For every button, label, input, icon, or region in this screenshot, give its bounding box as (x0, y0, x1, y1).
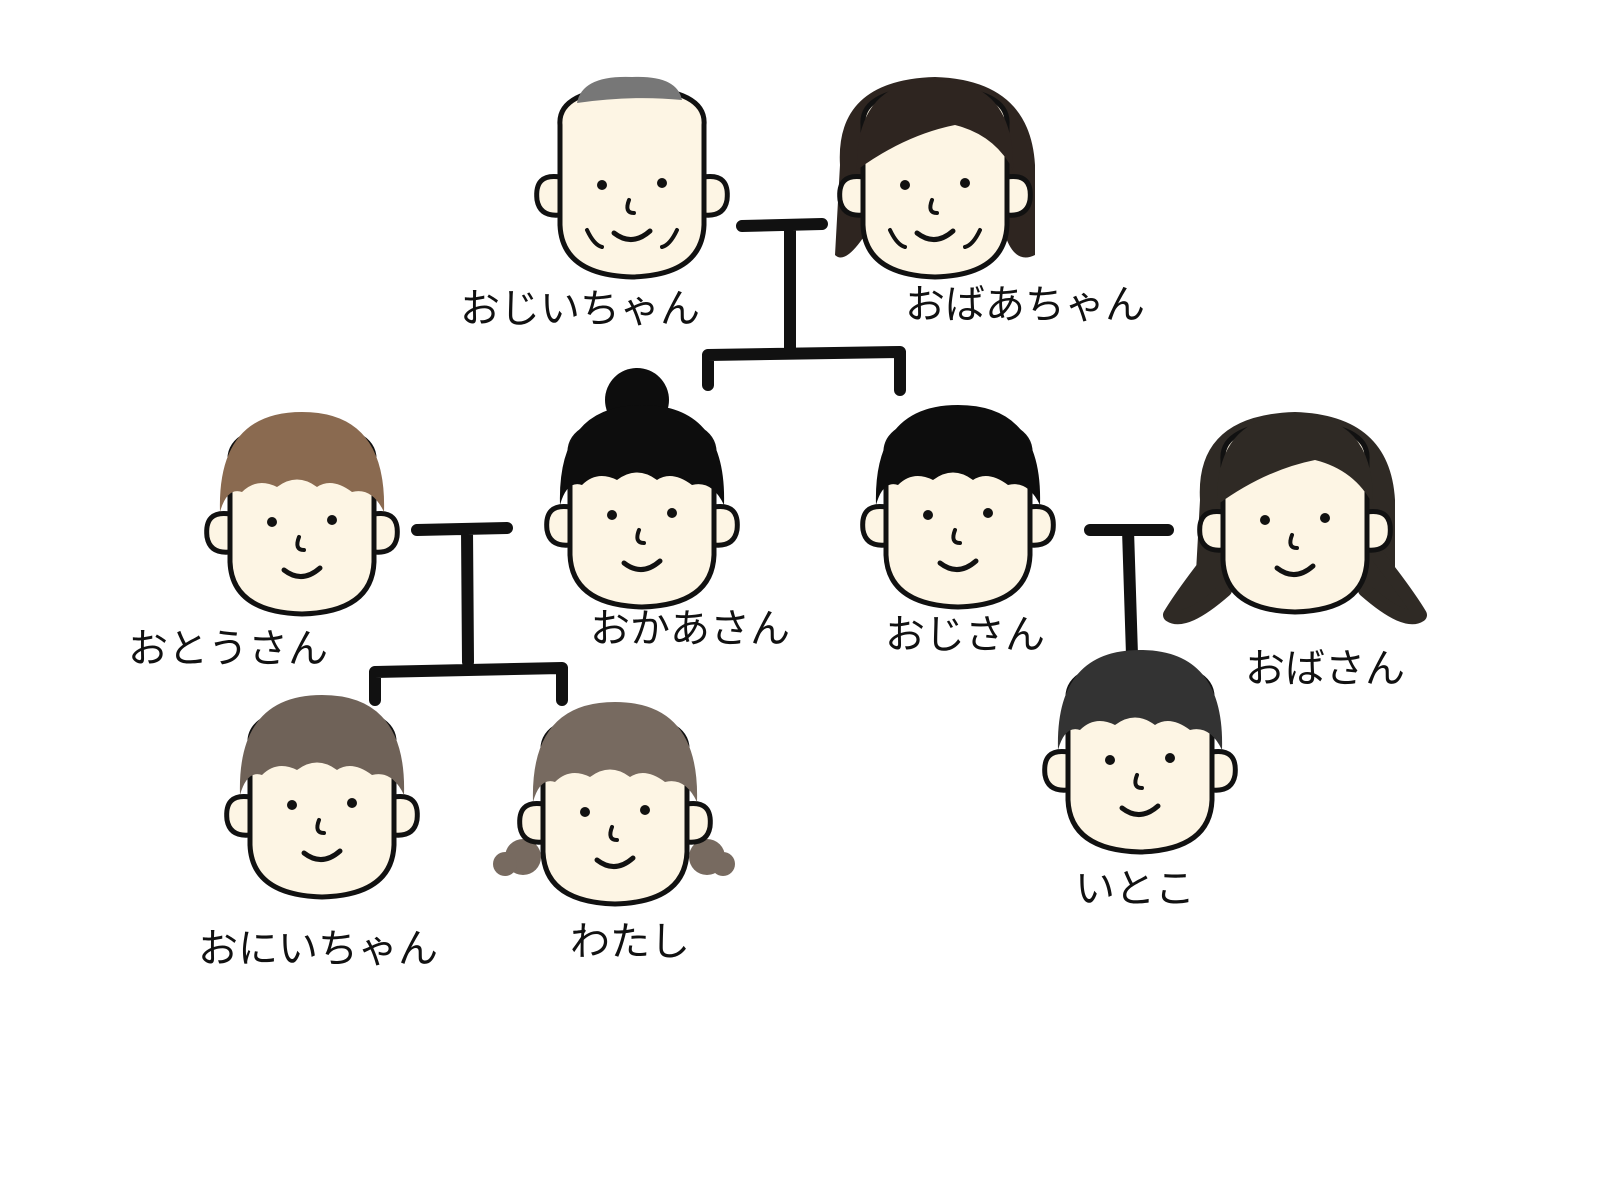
hair-front (219, 412, 385, 512)
hair-front (559, 405, 725, 505)
label-uncle: おじさん (885, 612, 1045, 658)
pigtail-right-tip (711, 852, 735, 876)
eye-left (1260, 515, 1270, 525)
connector-grandparents (702, 218, 906, 396)
eye-right (1165, 753, 1175, 763)
ear-left (860, 503, 887, 548)
eye-right (327, 515, 337, 525)
nose (928, 198, 939, 215)
mouth (937, 558, 979, 572)
pigtail-left-tip (493, 852, 517, 876)
person-me (493, 702, 735, 907)
eye-left (580, 807, 590, 817)
eye-right (640, 805, 650, 815)
mouth (1119, 803, 1161, 817)
eye-left (607, 510, 617, 520)
nose (315, 818, 326, 835)
ear-right (1366, 508, 1393, 553)
connector-parents (369, 522, 568, 706)
ear-right (1029, 503, 1056, 548)
ear-left (837, 173, 864, 218)
hair-front (856, 80, 1014, 170)
hair-top (577, 76, 682, 103)
ear-right (686, 800, 713, 845)
label-cousin: いとこ (1075, 866, 1195, 912)
ear-left (1197, 508, 1224, 553)
eye-left (923, 510, 933, 520)
person-uncle (860, 405, 1056, 610)
hair-left-strand (1163, 533, 1232, 625)
person-aunt (1163, 412, 1427, 625)
eye-right (1320, 513, 1330, 523)
ear-right (373, 510, 400, 555)
eye-right (667, 508, 677, 518)
eye-left (287, 800, 297, 810)
label-me: わたし (570, 919, 690, 965)
ear-right (703, 173, 730, 218)
person-grandma (835, 77, 1035, 280)
mouth (621, 558, 663, 572)
person-brother (224, 695, 420, 900)
ear-left (224, 793, 251, 838)
label-mother: おかあさん (590, 606, 790, 652)
ear-right (393, 793, 420, 838)
nose (951, 528, 962, 545)
eye-left (597, 180, 607, 190)
wrinkles (888, 228, 982, 249)
ear-left (517, 800, 544, 845)
ear-right (1006, 173, 1033, 218)
ear-right (1211, 748, 1238, 793)
eye-right (347, 798, 357, 808)
ear-left (1042, 748, 1069, 793)
person-father (204, 412, 400, 617)
face (557, 84, 707, 280)
label-brother: おにいちゃん (198, 926, 438, 972)
ear-right (713, 503, 740, 548)
connector-uncle-aunt (1084, 524, 1174, 661)
label-aunt: おばさん (1245, 646, 1405, 692)
person-grandpa (534, 76, 730, 280)
hair-front (239, 695, 405, 795)
nose (625, 198, 636, 215)
label-grandma: おばあちゃん (905, 282, 1145, 328)
mouth (1274, 563, 1316, 577)
nose (635, 528, 646, 545)
ear-left (544, 503, 571, 548)
connectors (369, 218, 1174, 706)
nose (295, 535, 306, 552)
mouth (594, 855, 636, 869)
ear-left (534, 173, 561, 218)
mouth (301, 848, 343, 862)
person-cousin (1042, 650, 1238, 855)
hair-front (532, 702, 698, 802)
eye-left (1105, 755, 1115, 765)
wrinkles (585, 228, 679, 249)
eye-left (900, 180, 910, 190)
nose (608, 825, 619, 842)
mouth (914, 228, 956, 242)
hair-front (1057, 650, 1223, 750)
nose (1288, 533, 1299, 550)
eye-left (267, 517, 277, 527)
label-grandpa: おじいちゃん (460, 286, 700, 332)
hair-right-strand (1358, 533, 1427, 625)
mouth (611, 228, 653, 242)
eye-right (983, 508, 993, 518)
person-mother (544, 368, 740, 610)
mouth (281, 565, 323, 579)
nose (1133, 773, 1144, 790)
hair-front (875, 405, 1041, 505)
hair-front (1216, 415, 1374, 505)
label-father: おとうさん (128, 626, 328, 672)
eye-right (960, 178, 970, 188)
ear-left (204, 510, 231, 555)
eye-right (657, 178, 667, 188)
